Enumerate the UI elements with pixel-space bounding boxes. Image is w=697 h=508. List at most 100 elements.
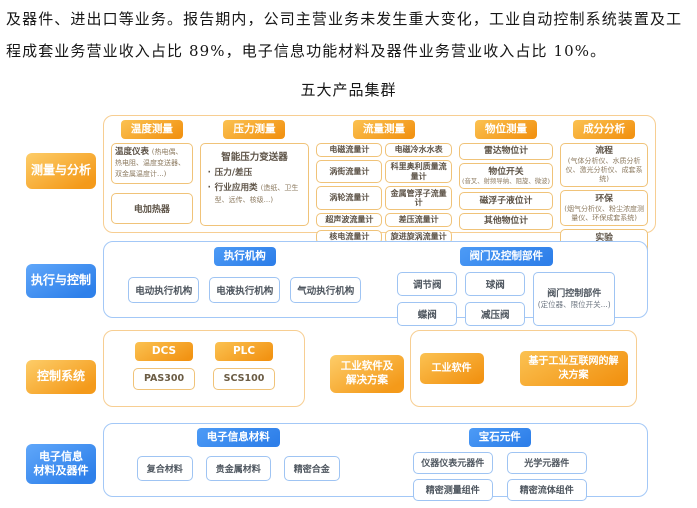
smart-pressure-transmitter-title: 智能压力变送器	[221, 151, 288, 163]
flow-meter-box: 超声波流量计	[316, 212, 383, 227]
plc-header: PLC	[215, 342, 273, 361]
actuator-row: 电动执行机构 电液执行机构 气动执行机构	[128, 276, 362, 303]
pressure-bullet-2: 行业应用类 (造纸、卫生型、远传、核级...)	[206, 183, 304, 206]
valve-column-1: 调节阀 蝶阀	[397, 271, 458, 326]
temperature-measurement-header: 温度测量	[120, 120, 183, 139]
temperature-measurement-column: 温度测量 温度仪表 (热电偶、热电阻、温度变送器、双金属温度计...) 电加热器	[111, 120, 193, 226]
gem-components-group: 宝石元件 仪器仪表元器件 光学元器件 精密测量组件 精密流体组件	[362, 428, 637, 501]
pressure-bullet-2-note: (造纸、卫生型、远传、核级...)	[214, 184, 299, 204]
level-measurement-header: 物位测量	[475, 120, 538, 139]
dcs-system: DCS PAS300	[133, 342, 195, 390]
side-label-control-system: 控制系统	[26, 360, 96, 394]
actuation-control-panel: 执行机构 电动执行机构 电液执行机构 气动执行机构 阀门及控制部件 调节阀 蝶阀…	[103, 241, 648, 326]
dcs-product-box: PAS300	[133, 367, 195, 390]
valve-box: 减压阀	[465, 301, 526, 326]
materials-header: 电子信息材料	[196, 428, 280, 447]
side-label-measurement-analysis: 测量与分析	[26, 153, 96, 189]
material-box: 复合材料	[136, 455, 193, 481]
industrial-software-label-line1: 工业软件及	[340, 360, 394, 373]
industrial-software-panel: 工业软件 基于工业互联网的解决方案	[410, 330, 637, 407]
iiot-solutions-button: 基于工业互联网的解决方案	[519, 351, 628, 386]
flow-meter-box: 电磁流量计	[316, 142, 383, 157]
actuator-box: 电液执行机构	[209, 276, 281, 303]
gem-component-box: 仪器仪表元器件	[412, 451, 493, 474]
actuator-box: 气动执行机构	[290, 276, 362, 303]
process-analyzer-box: 流程 (气体分析仪、水质分析仪、激光分析仪、成套系统)	[560, 142, 648, 188]
valve-column-2: 球阀 减压阀	[465, 271, 526, 326]
control-system-panel: DCS PAS300 PLC SCS100	[103, 330, 305, 407]
flow-meter-box: 科里奥利质量流量计	[385, 159, 452, 184]
valve-box: 球阀	[465, 271, 526, 296]
actuator-header: 执行机构	[213, 247, 276, 266]
valve-box: 蝶阀	[397, 301, 458, 326]
composition-analysis-header: 成分分析	[573, 120, 636, 139]
pressure-measurement-column: 压力测量 智能压力变送器 压力/差压 行业应用类 (造纸、卫生型、远传、核级..…	[199, 120, 310, 226]
gem-component-box: 精密测量组件	[412, 478, 493, 501]
side-label-electronic-materials-line2: 材料及器件	[33, 464, 89, 477]
flow-meter-box: 差压流量计	[385, 212, 452, 227]
valve-control-parts-box: 阀门控制部件 (定位器、限位开关...)	[533, 271, 616, 326]
valve-header: 阀门及控制部件	[459, 247, 553, 266]
side-label-actuation-control: 执行与控制	[26, 264, 96, 298]
pressure-bullet-2-text: 行业应用类	[214, 183, 258, 194]
flow-measurement-header: 流量测量	[352, 120, 415, 139]
valve-control-parts-note: (定位器、限位开关...)	[537, 299, 611, 309]
level-switch-title: 物位开关	[488, 166, 524, 177]
level-switch-box: 物位开关 (音叉、射频导纳、阻旋、微波)	[458, 163, 554, 190]
environment-analyzer-box: 环保 (烟气分析仪、粉尘浓度测量仪、环保成套系统)	[560, 190, 648, 227]
figure-title: 五大产品集群	[300, 81, 397, 99]
gem-component-box: 光学元器件	[506, 451, 587, 474]
pressure-measurement-header: 压力测量	[223, 120, 286, 139]
flow-meter-box: 涡街流量计	[316, 159, 383, 184]
process-analyzer-note: (气体分析仪、水质分析仪、激光分析仪、成套系统)	[565, 156, 643, 183]
temperature-instruments-box: 温度仪表 (热电偶、热电阻、温度变送器、双金属温度计...)	[111, 142, 193, 184]
actuator-box: 电动执行机构	[128, 276, 200, 303]
actuator-group: 执行机构 电动执行机构 电液执行机构 气动执行机构	[114, 247, 376, 311]
electronic-materials-panel: 电子信息材料 复合材料 贵金属材料 精密合金 宝石元件 仪器仪表元器件 光学元器…	[103, 423, 648, 501]
side-label-electronic-materials: 电子信息 材料及器件	[26, 444, 96, 484]
dcs-header: DCS	[135, 342, 193, 361]
flow-meter-box: 金属管浮子流量计	[385, 186, 452, 210]
temperature-instruments-note: (热电偶、热电阻、温度变送器、双金属温度计...)	[115, 147, 185, 178]
material-box: 贵金属材料	[205, 455, 271, 481]
gem-component-box: 精密流体组件	[506, 478, 587, 501]
analyzer-stack: 流程 (气体分析仪、水质分析仪、激光分析仪、成套系统) 环保 (烟气分析仪、粉尘…	[560, 142, 648, 256]
valve-control-parts-title: 阀门控制部件	[547, 288, 602, 299]
flow-meter-grid: 电磁流量计 涡街流量计 涡轮流量计 超声波流量计 核电流量计 电磁冷水水表 科里…	[316, 142, 452, 244]
valve-group: 阀门及控制部件 调节阀 蝶阀 球阀 减压阀 阀门控制部件 (定位器、限位开关..…	[376, 247, 638, 326]
smart-pressure-transmitter-box: 智能压力变送器 压力/差压 行业应用类 (造纸、卫生型、远传、核级...)	[199, 142, 310, 226]
materials-row: 复合材料 贵金属材料 精密合金	[136, 455, 340, 481]
flow-meter-box: 涡轮流量计	[316, 186, 383, 210]
level-meter-box: 雷达物位计	[458, 142, 554, 161]
environment-analyzer-note: (烟气分析仪、粉尘浓度测量仪、环保成套系统)	[564, 204, 645, 222]
industrial-software-button: 工业软件	[419, 352, 484, 385]
industrial-software-label-line2: 解决方案	[346, 374, 388, 386]
material-box: 精密合金	[283, 455, 340, 481]
flow-meter-box: 电磁冷水水表	[385, 142, 452, 157]
paragraph-line-1: 及器件、进出口等业务。报告期内，公司主营业务未发生重大变化，工业自动控制系统装置…	[6, 10, 683, 28]
level-meter-stack: 雷达物位计 物位开关 (音叉、射频导纳、阻旋、微波) 磁浮子液位计 其他物位计	[458, 142, 554, 231]
pressure-bullet-1: 压力/差压	[206, 168, 304, 180]
level-meter-box: 其他物位计	[458, 212, 554, 231]
environment-analyzer-title: 环保	[595, 193, 613, 204]
temperature-instruments-title: 温度仪表	[115, 146, 150, 157]
plc-system: PLC SCS100	[213, 342, 275, 390]
measurement-analysis-panel: 温度测量 温度仪表 (热电偶、热电阻、温度变送器、双金属温度计...) 电加热器…	[103, 115, 656, 256]
valve-box: 调节阀	[397, 271, 458, 296]
paragraph-line-2: 程成套业务营业收入占比 89%，电子信息功能材料及器件业务营业收入占比 10%。	[6, 42, 607, 60]
lab-analyzer-title: 实验	[595, 232, 613, 243]
valve-grid: 调节阀 蝶阀 球阀 减压阀 阀门控制部件 (定位器、限位开关...)	[397, 271, 616, 326]
electric-heater-box: 电加热器	[111, 192, 193, 224]
side-label-industrial-software: 工业软件及 解决方案	[330, 355, 404, 393]
level-measurement-column: 物位测量 雷达物位计 物位开关 (音叉、射频导纳、阻旋、微波) 磁浮子液位计 其…	[458, 120, 554, 231]
plc-product-box: SCS100	[213, 367, 275, 390]
flow-measurement-column: 流量测量 电磁流量计 涡街流量计 涡轮流量计 超声波流量计 核电流量计 电磁冷水…	[316, 120, 452, 244]
composition-analysis-column: 成分分析 流程 (气体分析仪、水质分析仪、激光分析仪、成套系统) 环保 (烟气分…	[560, 120, 648, 256]
level-switch-note: (音叉、射频导纳、阻旋、微波)	[461, 177, 551, 186]
gem-components-header: 宝石元件	[468, 428, 531, 447]
materials-group: 电子信息材料 复合材料 贵金属材料 精密合金	[114, 428, 362, 490]
gem-components-grid: 仪器仪表元器件 光学元器件 精密测量组件 精密流体组件	[412, 451, 587, 501]
process-analyzer-title: 流程	[595, 146, 613, 157]
side-label-electronic-materials-line1: 电子信息	[39, 449, 83, 463]
